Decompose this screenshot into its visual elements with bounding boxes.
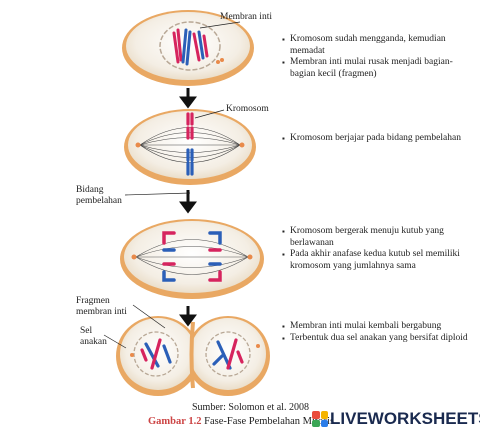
caption-title: Fase-Fase Pembelahan Mitosis xyxy=(204,416,335,427)
stage-4-description: Membran inti mulai kembali bergabung Ter… xyxy=(282,321,472,344)
stage-3-description: Kromosom bergerak menuju kutub yang berl… xyxy=(282,226,472,272)
nucleus-membrane xyxy=(159,21,221,71)
label-fragments: Fragmen membran inti xyxy=(76,296,127,317)
source-credit: Sumber: Solomon et al. 2008 xyxy=(192,402,309,413)
watermark-logo-icon xyxy=(312,411,328,427)
arrow-2 xyxy=(179,190,197,214)
anaphase-chromosomes xyxy=(162,231,222,282)
arrow-1 xyxy=(179,88,197,109)
bullet: Kromosom bergerak menuju kutub yang berl… xyxy=(282,226,472,249)
cell-telophase xyxy=(116,316,270,396)
watermark: LIVEWORKSHEETS xyxy=(312,409,480,429)
bullet: Membran inti mulai kembali bergabung xyxy=(282,321,472,333)
cell-metaphase xyxy=(124,109,256,185)
stage-1-description: Kromosom sudah mengganda, kemudian memad… xyxy=(282,34,472,80)
caption-number: Gambar 1.2 xyxy=(148,416,202,427)
label-division-plane: Bidang pembelahan xyxy=(76,185,122,206)
bullet: Terbentuk dua sel anakan yang bersifat d… xyxy=(282,333,472,345)
bullet: Pada akhir anafase kedua kutub sel memil… xyxy=(282,249,472,272)
bullet: Membran inti mulai rusak menjadi bagian-… xyxy=(282,57,472,80)
bullet: Kromosom berjajar pada bidang pembelahan xyxy=(282,133,472,145)
arrow-3 xyxy=(179,306,197,327)
telophase-chromosomes xyxy=(140,338,244,370)
watermark-text: LIVEWORKSHEETS xyxy=(330,409,480,428)
cell-prophase xyxy=(122,10,254,86)
spindle-fibers xyxy=(139,127,241,163)
label-nuclear-membrane: Membran inti xyxy=(220,12,272,22)
metaphase-chromosomes xyxy=(186,112,194,176)
label-chromosome: Kromosom xyxy=(226,104,269,114)
label-daughter-cell: Sel anakan xyxy=(80,326,107,347)
cell-anaphase xyxy=(120,219,264,299)
stage-2-description: Kromosom berjajar pada bidang pembelahan xyxy=(282,133,472,145)
prophase-chromosomes xyxy=(172,28,209,66)
figure-caption: Gambar 1.2 Fase-Fase Pembelahan Mitosis xyxy=(148,416,334,427)
bullet: Kromosom sudah mengganda, kemudian memad… xyxy=(282,34,472,57)
